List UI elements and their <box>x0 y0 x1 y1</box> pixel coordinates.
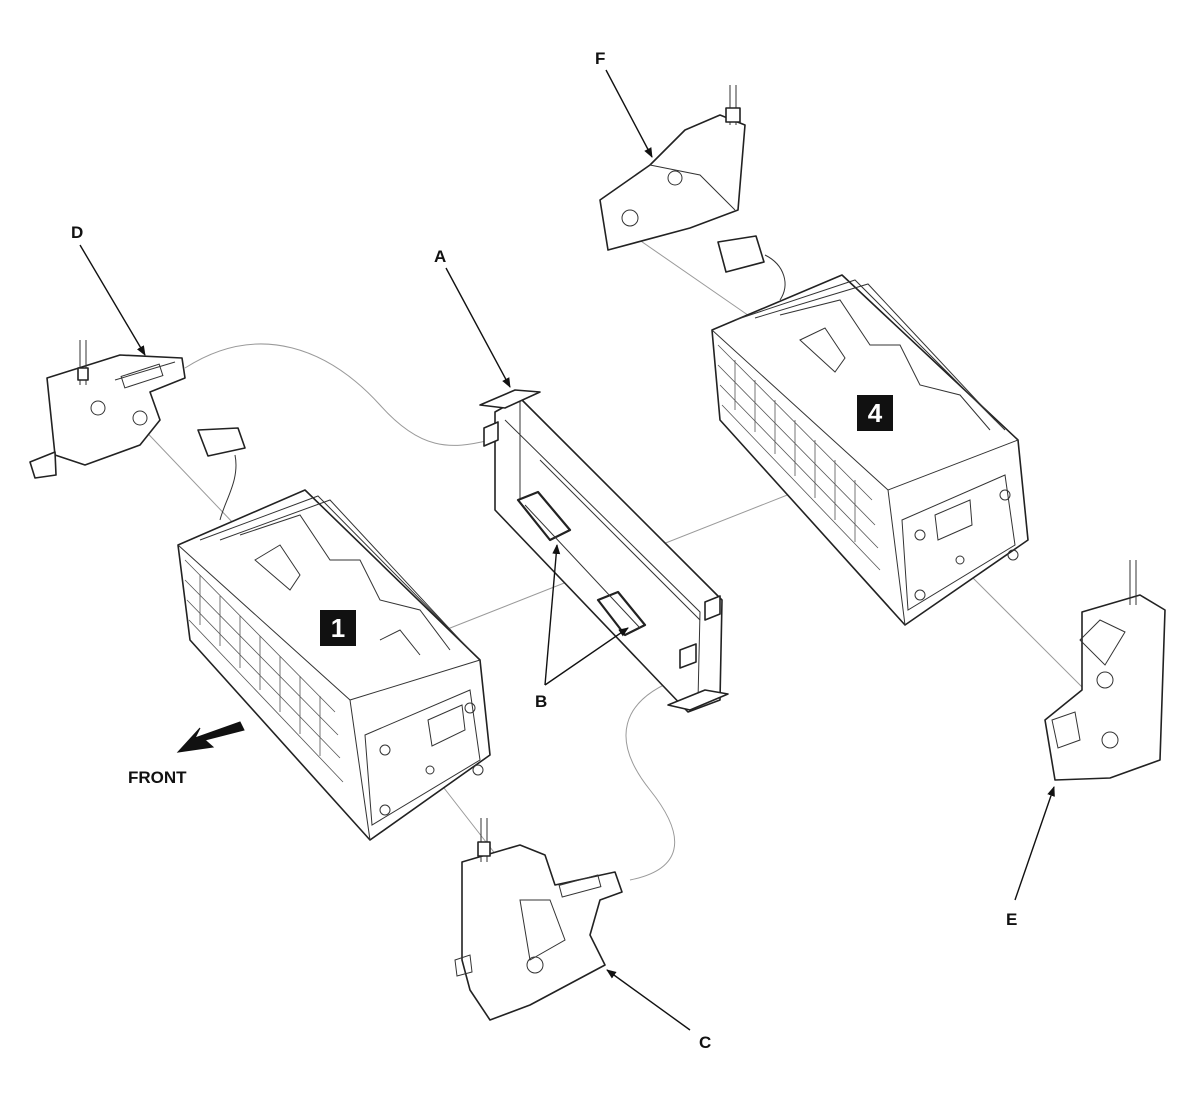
module-4-end-plate <box>901 474 1019 611</box>
module-4-badge: 4 <box>857 395 893 431</box>
bracket-f <box>599 85 746 251</box>
callout-b: B <box>535 692 547 711</box>
center-bracket-a <box>479 389 729 713</box>
battery-module-1: 1 <box>177 427 491 841</box>
callout-c: C <box>699 1033 711 1052</box>
callout-d: D <box>71 223 83 242</box>
module-1-number: 1 <box>331 613 345 643</box>
callout-e: E <box>1006 910 1017 929</box>
bracket-d <box>29 340 186 479</box>
battery-module-4: 4 <box>711 235 1029 626</box>
front-label: FRONT <box>128 768 187 787</box>
insulator-b <box>516 490 647 637</box>
bracket-e <box>1044 560 1166 781</box>
front-indicator: FRONT <box>128 721 245 787</box>
callout-a: A <box>434 247 446 266</box>
bracket-c <box>454 818 623 1021</box>
module-1-badge: 1 <box>320 610 356 646</box>
callout-labels: A B C D E F <box>71 49 1017 1052</box>
leader-lines <box>79 69 1055 1031</box>
module-1-end-plate <box>364 689 484 826</box>
callout-f: F <box>595 49 605 68</box>
module-4-number: 4 <box>868 398 883 428</box>
module-4-grille <box>717 344 881 571</box>
front-arrow-icon <box>176 721 245 753</box>
module-1-grille <box>184 559 344 783</box>
